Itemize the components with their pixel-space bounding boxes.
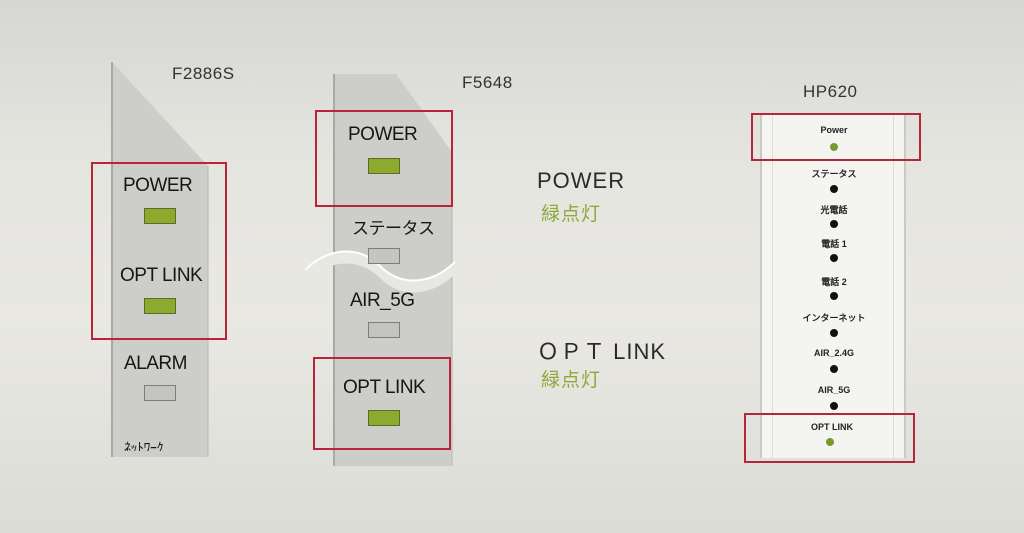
led-label-opt-link: OPT LINK (811, 422, 853, 432)
led-indicator-opt-link (826, 438, 834, 446)
led-label-status: ステータス (352, 219, 435, 238)
led-label-status: ステータス (811, 169, 857, 179)
led-label-phone-1: 電話 1 (821, 239, 847, 249)
led-label-phone-2: 電話 2 (821, 277, 847, 287)
highlight-box-power-optlink (91, 162, 227, 340)
led-label-power: POWER (123, 175, 193, 196)
led-indicator-alarm (144, 385, 176, 401)
led-indicator-hikari-denwa (830, 220, 838, 228)
model-name-f5648: F5648 (462, 73, 513, 92)
led-indicator-opt-link (144, 298, 176, 314)
led-indicator-power (368, 158, 400, 174)
led-label-power: POWER (348, 124, 418, 145)
led-indicator-air-5g (830, 402, 838, 410)
led-indicator-power (144, 208, 176, 224)
led-indicator-air-5g (368, 322, 400, 338)
led-label-air-5g: AIR_5G (350, 290, 415, 311)
legend-optlink-state: 緑点灯 (541, 370, 602, 391)
highlight-box-power (751, 113, 921, 161)
led-label-alarm: ALARM (124, 353, 187, 374)
led-label-air-5g: AIR_5G (817, 385, 851, 395)
highlight-box-optlink (313, 357, 451, 450)
led-indicator-opt-link (368, 410, 400, 426)
led-label-opt-link: OPT LINK (343, 377, 426, 398)
led-indicator-internet (830, 329, 838, 337)
model-name-f2886s: F2886S (172, 64, 235, 83)
led-indicator-status (830, 185, 838, 193)
legend-power-state: 緑点灯 (541, 204, 602, 225)
legend-power-title: POWER (537, 168, 626, 193)
wavy-break-line (305, 250, 455, 293)
highlight-box-power (315, 110, 453, 207)
led-indicator-status (368, 248, 400, 264)
led-label-hikari-denwa: 光電話 (820, 205, 848, 215)
led-indicator-power (830, 143, 838, 151)
led-label-air-24g: AIR_2.4G (813, 348, 855, 358)
led-label-opt-link: OPT LINK (120, 265, 203, 286)
led-indicator-air-24g (830, 365, 838, 373)
led-indicator-phone-1 (830, 254, 838, 262)
led-label-internet: インターネット (802, 313, 866, 323)
model-name-hp620: HP620 (803, 82, 858, 101)
device-panel-hp620 (760, 113, 906, 458)
legend-optlink-title: ＯＰＴ LINK (537, 339, 667, 364)
led-label-power: Power (820, 125, 848, 135)
led-label-network-cut: ﾈｯﾄﾜｰｸ (124, 440, 163, 451)
led-indicator-phone-2 (830, 292, 838, 300)
highlight-box-optlink (744, 413, 915, 463)
device-panel-f2886s (111, 62, 209, 457)
